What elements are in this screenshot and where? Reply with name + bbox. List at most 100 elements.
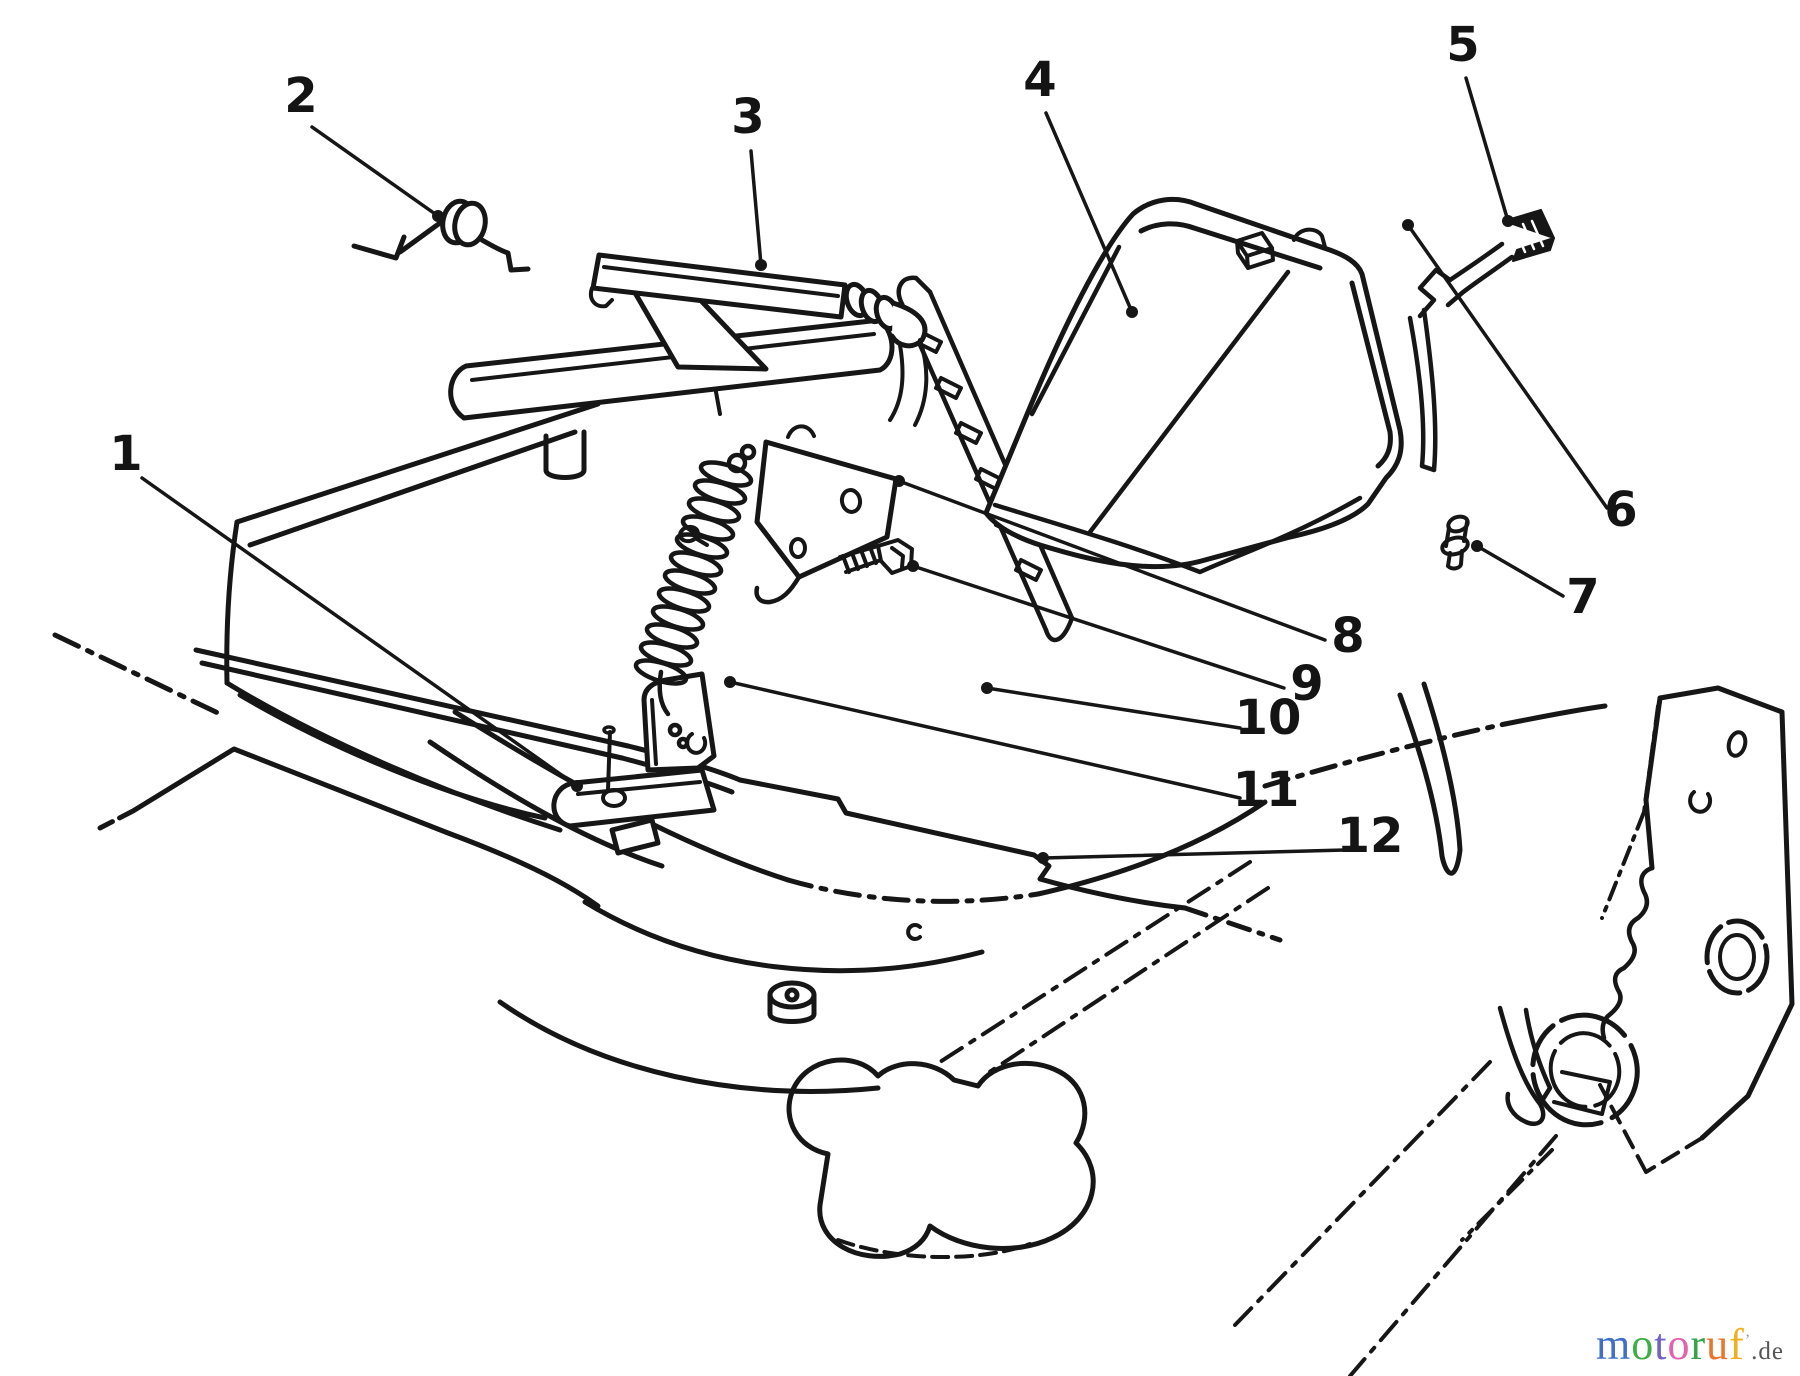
- spring-bottom-loop-1: [667, 722, 683, 738]
- bracket-inner-dashdot: [1600, 704, 1660, 920]
- top-bar: [590, 252, 848, 320]
- chute-tab: [1235, 231, 1275, 270]
- anchor-base-inner: [576, 780, 702, 796]
- plate-washer: [678, 524, 709, 547]
- callout-9-leader: [911, 564, 1286, 690]
- height-adjuster-bracket: [1460, 685, 1795, 1242]
- deck-arc-right: [1035, 799, 1268, 897]
- watermark-mark: ’: [1744, 1332, 1752, 1349]
- callout-11-leader: [728, 680, 1242, 800]
- callout-12-leader: [1041, 848, 1347, 860]
- callout-3-leader: [749, 149, 763, 267]
- deck-arc-mid-dash: [785, 877, 1041, 904]
- deck-cutout-inner-dash: [836, 1238, 1032, 1260]
- callout-6-leader: [1406, 223, 1609, 510]
- callout-8-dot: [893, 475, 905, 487]
- callout-9-label: 9: [1290, 656, 1323, 712]
- callout-11-label: 11: [1233, 762, 1300, 818]
- plate-hole-1: [839, 488, 863, 514]
- retainer-ring: [1530, 1012, 1640, 1128]
- bracket-outline: [1657, 685, 1795, 1141]
- callout-4-dot: [1126, 306, 1138, 318]
- coil-spring: [633, 443, 757, 750]
- anchor-wedge: [609, 817, 661, 856]
- anchor-pin: [606, 730, 612, 792]
- callout-11-dot: [724, 676, 736, 688]
- deck-rim-upper-left: [193, 647, 631, 761]
- callout-10-label: 10: [1235, 690, 1302, 746]
- discharge-chute: [983, 196, 1404, 575]
- chute-body: [983, 196, 1404, 570]
- deck-arc-inner: [427, 739, 665, 869]
- watermark-letter: t: [1654, 1320, 1668, 1369]
- callout-12-label: 12: [1337, 808, 1404, 864]
- watermark-letters: motoruf: [1596, 1320, 1745, 1369]
- callout-1-dot: [571, 780, 583, 792]
- chute-clip: [1292, 227, 1327, 249]
- callout-6-dot: [1402, 219, 1414, 231]
- callout-3-dot: [755, 259, 767, 271]
- callout-2-dot: [432, 210, 444, 222]
- callout-7-leader: [1475, 544, 1565, 598]
- watermark-letter: m: [1596, 1320, 1632, 1369]
- watermark-letter: o: [1631, 1320, 1655, 1369]
- lower-bar-tick: [714, 390, 722, 416]
- anchor-flange-inner: [650, 698, 658, 766]
- chute-bottom-inner: [992, 495, 1363, 575]
- callout-6-label: 6: [1604, 482, 1637, 538]
- top-bar-nub: [589, 286, 614, 309]
- knob-body: [1503, 209, 1555, 262]
- watermark-letter: f: [1729, 1320, 1745, 1369]
- handle-assembly: [448, 252, 929, 480]
- torsion-spring: [351, 198, 531, 273]
- deck-rear-corner: [1397, 681, 1463, 876]
- strip-bottom-cap: [1043, 615, 1075, 642]
- callout-2-leader: [310, 125, 440, 218]
- ring-dashdot: [1460, 1148, 1554, 1242]
- shoulder-bolt: [1440, 514, 1470, 571]
- deck-clip-mark: [906, 923, 922, 941]
- watermark-letter: u: [1706, 1320, 1730, 1369]
- bracket-hole-big-inner: [1718, 933, 1756, 981]
- deck-front-rim-dash: [1182, 905, 1283, 943]
- anchor-pin-head: [602, 725, 616, 735]
- plate-hook-arm: [754, 574, 802, 605]
- deck-front-rim: [737, 777, 1188, 911]
- deck-bolt: [767, 980, 817, 1024]
- deflector-panel: [224, 401, 601, 833]
- bolt-threads: [841, 545, 878, 574]
- callout-5-dot: [1502, 215, 1514, 227]
- callout-9-dot: [907, 560, 919, 572]
- callout-5-label: 5: [1446, 17, 1479, 73]
- spring-bottom-hook: [657, 669, 671, 717]
- watermark-suffix: .de: [1751, 1338, 1784, 1365]
- chute-frame-top: [1138, 221, 1323, 271]
- spring-coils: [633, 460, 754, 686]
- bolt-head-facet: [890, 546, 905, 569]
- strip-top-cap: [896, 275, 933, 307]
- callout-1-label: 1: [109, 426, 142, 482]
- engine-dome-arc-1: [582, 899, 985, 974]
- callout-5-leader: [1464, 76, 1510, 223]
- panel-top-edge: [234, 401, 601, 548]
- deck-rear-rail-dash: [1262, 721, 1508, 789]
- callout-1-leader: [140, 476, 579, 788]
- callout-10-leader: [985, 686, 1242, 730]
- callout-10-dot: [981, 682, 993, 694]
- deck-front-corner: [130, 746, 601, 909]
- lower-bar-stud: [543, 429, 587, 480]
- deck-edge-dashdot-left: [52, 632, 223, 717]
- handle-coupling: [843, 281, 928, 349]
- panel-bottom-edge: [224, 680, 563, 833]
- plate-hole-2: [789, 537, 807, 559]
- deck-rear-rail: [1502, 703, 1608, 727]
- deck-cross-rail-dashdot: [938, 860, 1270, 1077]
- callout-2-label: 2: [284, 68, 317, 124]
- chute-frame-right: [1349, 280, 1393, 469]
- watermark-letter: r: [1690, 1320, 1707, 1369]
- knob: [1503, 209, 1555, 262]
- anchor-flange-hole: [685, 732, 708, 755]
- callout-3-label: 3: [731, 89, 764, 145]
